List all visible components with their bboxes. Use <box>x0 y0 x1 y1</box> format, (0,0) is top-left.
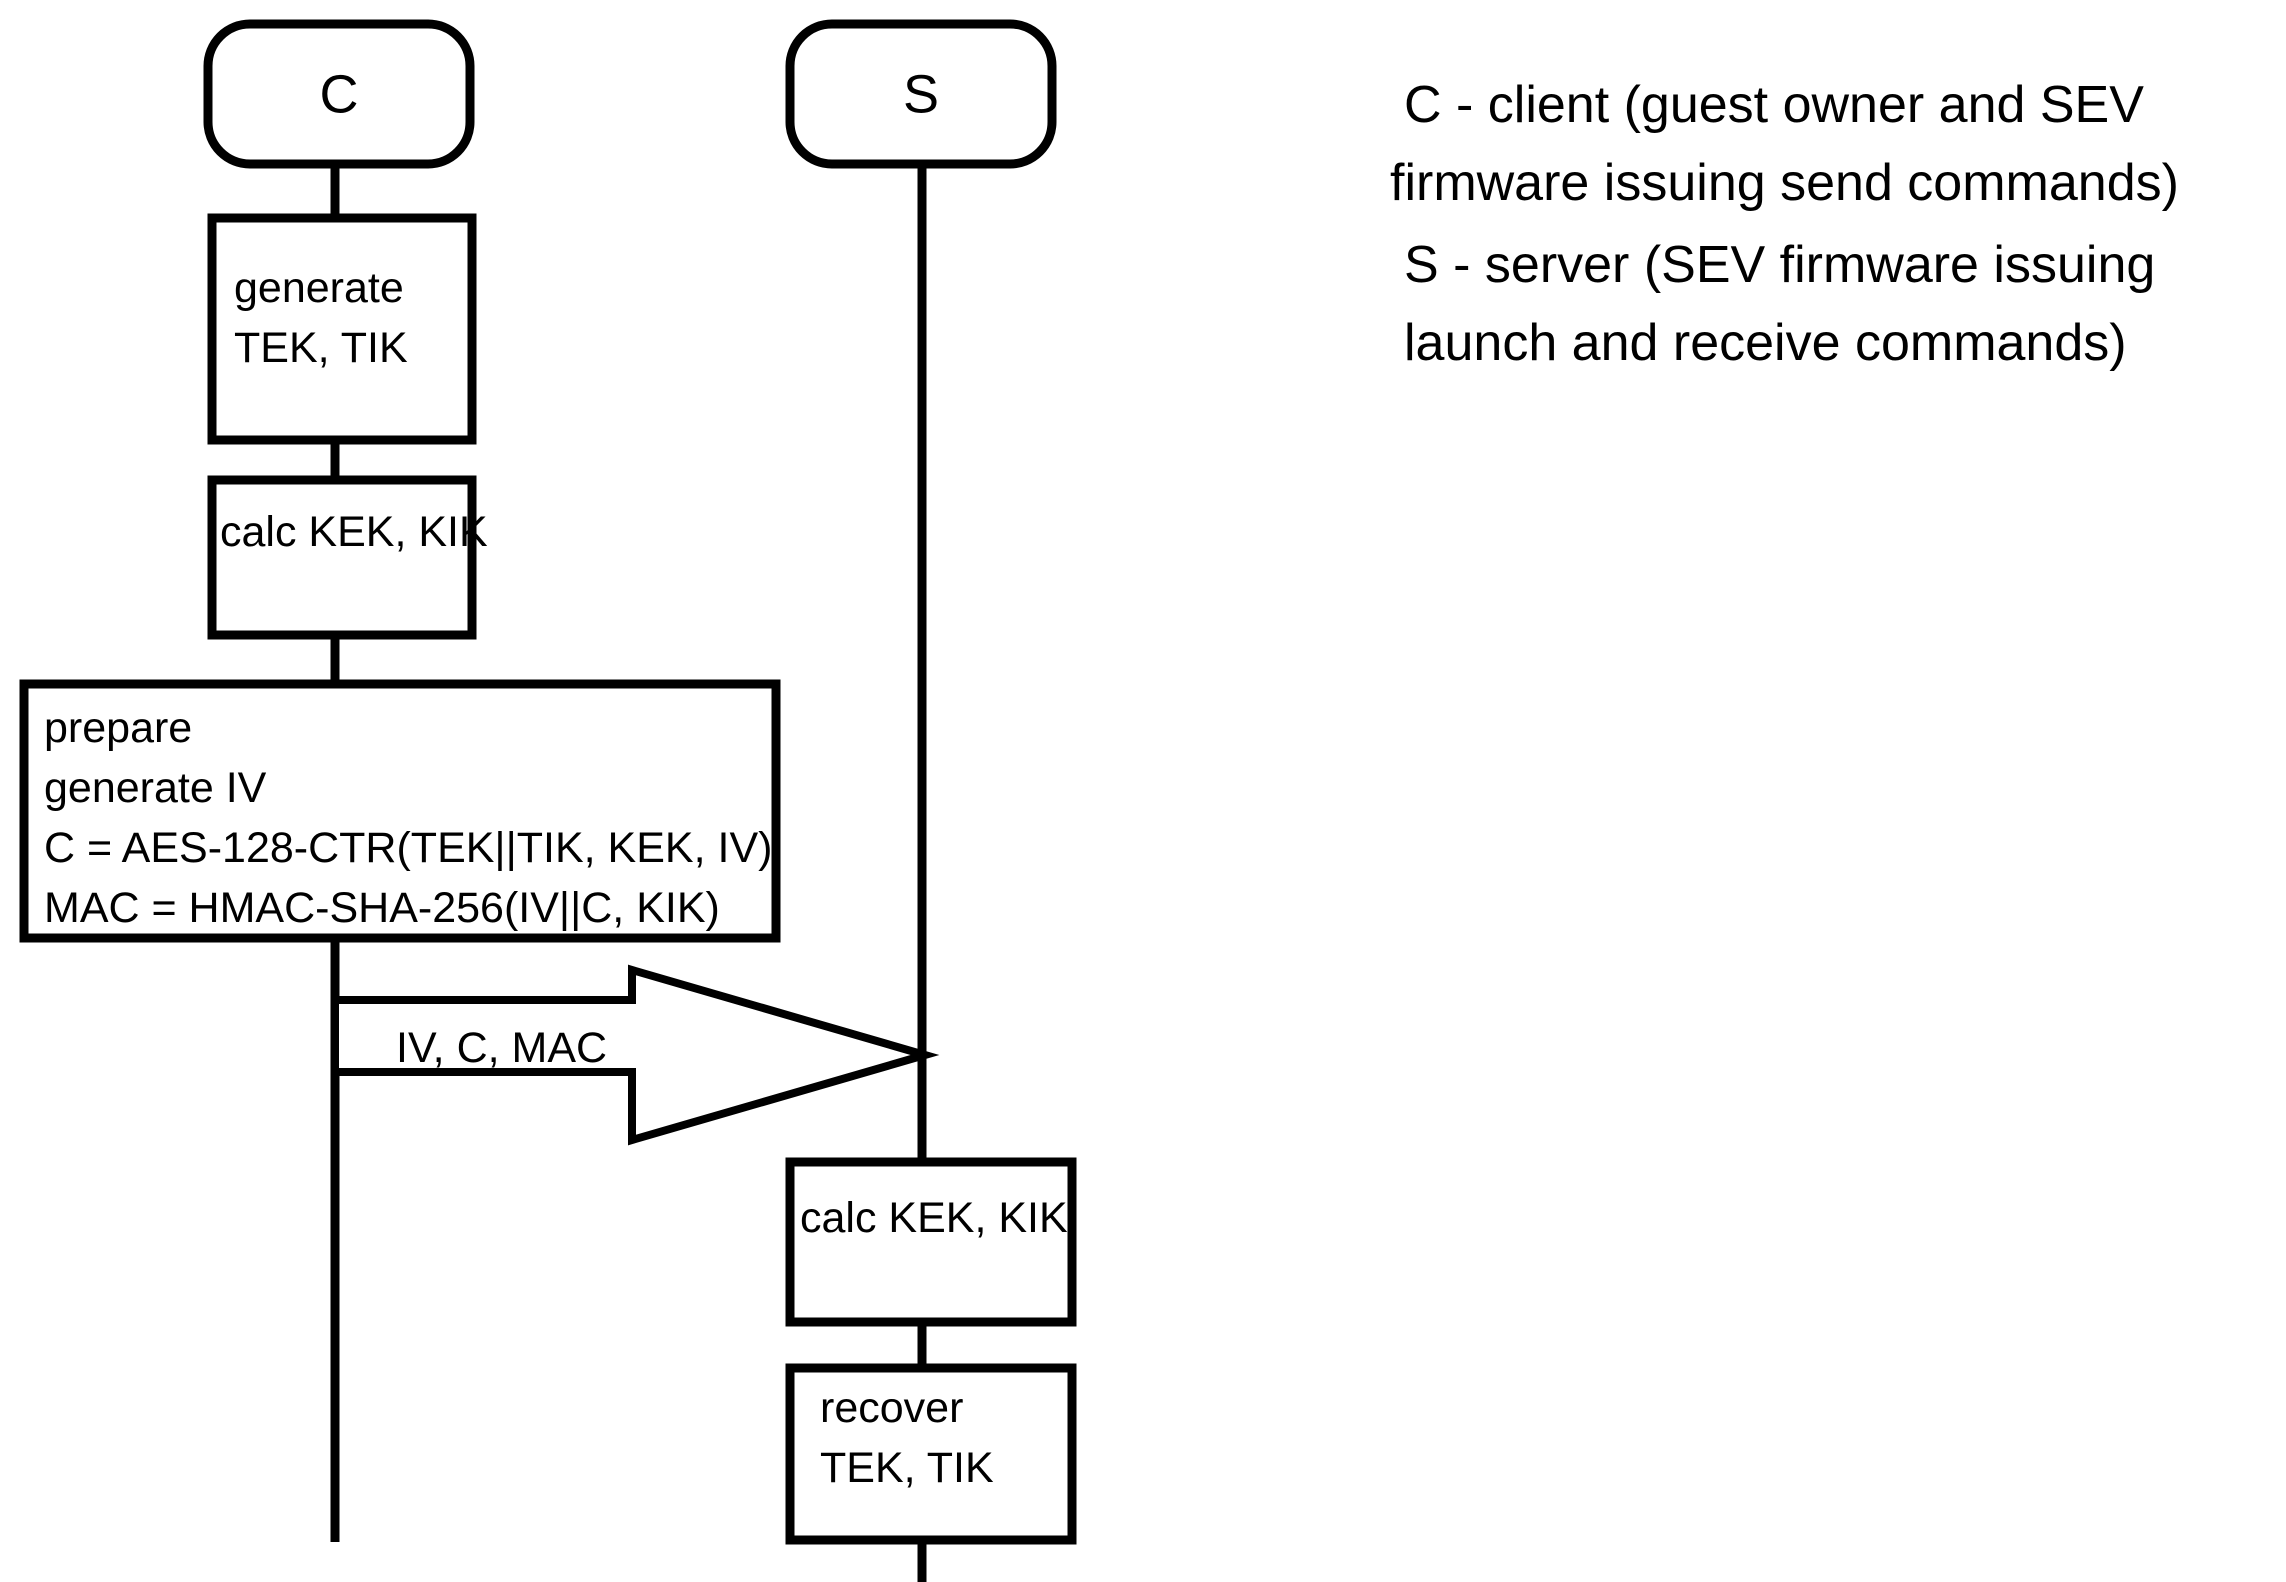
legend-line-4: launch and receive commands) <box>1404 314 2127 372</box>
participant-client-label: C <box>320 64 359 124</box>
participant-client[interactable]: C <box>203 19 475 169</box>
participant-client-box <box>203 19 475 169</box>
legend-line-1: C - client (guest owner and SEV <box>1404 76 2144 134</box>
step-calc-keys-server[interactable]: calc KEK, KIK <box>785 1157 1077 1327</box>
step-generate-keys-line-1: generate <box>234 264 404 312</box>
step-generate-keys-box <box>207 213 477 445</box>
step-prepare-line-1: prepare <box>44 704 192 752</box>
step-prepare[interactable]: prepare generate IV C = AES-128-CTR(TEK|… <box>19 679 781 943</box>
step-generate-keys[interactable]: generate TEK, TIK <box>207 213 477 445</box>
message-iv-c-mac-arrow <box>331 964 940 1146</box>
step-recover-keys-line-2: TEK, TIK <box>820 1444 994 1492</box>
participant-server[interactable]: S <box>785 19 1057 169</box>
step-prepare-line-2: generate IV <box>44 764 267 812</box>
participant-server-label: S <box>903 64 939 124</box>
legend: C - client (guest owner and SEV firmware… <box>1390 76 2179 372</box>
step-calc-keys-client-line-1: calc KEK, KIK <box>220 508 488 556</box>
participant-server-box <box>785 19 1057 169</box>
step-generate-keys-line-2: TEK, TIK <box>234 324 408 372</box>
step-recover-keys[interactable]: recover TEK, TIK <box>785 1363 1077 1545</box>
step-recover-keys-line-1: recover <box>820 1384 963 1432</box>
step-calc-keys-client-box <box>207 475 477 640</box>
legend-line-2: firmware issuing send commands) <box>1390 154 2179 212</box>
message-iv-c-mac-label: IV, C, MAC <box>396 1024 607 1072</box>
step-calc-keys-server-line-1: calc KEK, KIK <box>800 1194 1068 1242</box>
step-recover-keys-box <box>785 1363 1077 1545</box>
step-prepare-line-4: MAC = HMAC-SHA-256(IV||C, KIK) <box>44 884 720 932</box>
step-prepare-line-3: C = AES-128-CTR(TEK||TIK, KEK, IV) <box>44 824 772 872</box>
step-calc-keys-server-box <box>785 1157 1077 1327</box>
step-prepare-box <box>19 679 781 943</box>
legend-line-3: S - server (SEV firmware issuing <box>1404 236 2155 294</box>
step-calc-keys-client[interactable]: calc KEK, KIK <box>207 475 488 640</box>
message-iv-c-mac[interactable]: IV, C, MAC <box>331 964 940 1146</box>
